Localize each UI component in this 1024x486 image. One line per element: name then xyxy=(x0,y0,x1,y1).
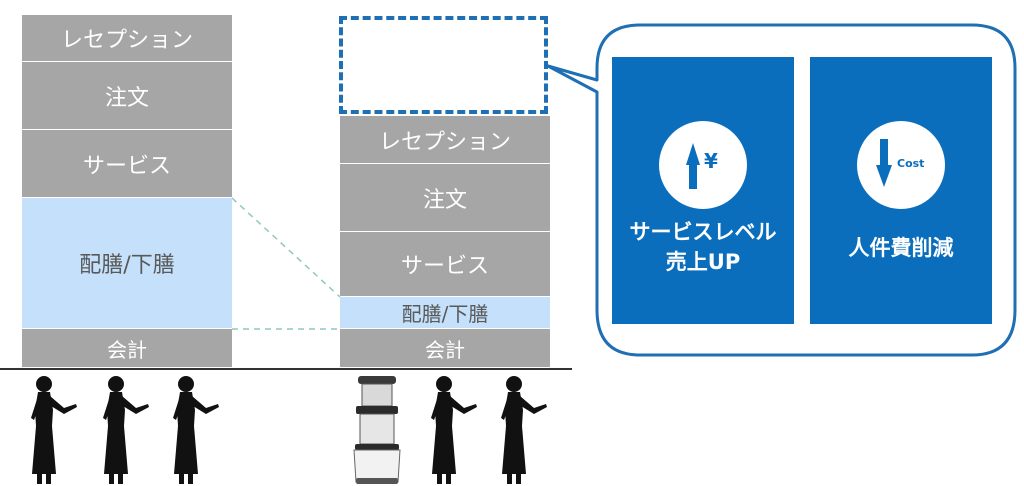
segment-label: 会計 xyxy=(425,337,465,362)
serving-robot-icon xyxy=(353,376,401,484)
segment-label: 注文 xyxy=(104,85,149,111)
segment-label: 会計 xyxy=(107,337,147,362)
robot-and-staff-group xyxy=(353,376,547,484)
staff-silhouette-icon xyxy=(501,376,547,484)
segment-label: 配膳/下膳 xyxy=(79,253,175,278)
staff-silhouette-icon xyxy=(31,376,77,484)
segment-label: サービス xyxy=(82,153,171,179)
circle-badge: Cost xyxy=(857,121,945,209)
arrow-down-cost-icon xyxy=(876,139,892,187)
floor-line xyxy=(0,368,572,370)
cost-label: Cost xyxy=(897,157,925,170)
benefit-line-1: サービスレベル xyxy=(629,220,777,244)
benefit-text: 人件費削減 xyxy=(810,233,992,263)
segment-label: 配膳/下膳 xyxy=(401,302,489,326)
benefit-card-cost: Cost 人件費削減 xyxy=(810,57,992,324)
left-segment-order: 注文 xyxy=(22,62,232,130)
left-segment-checkout: 会計 xyxy=(22,329,232,368)
right-segment-serving: 配膳/下膳 xyxy=(340,297,550,329)
benefit-line-2: 売上UP xyxy=(665,250,741,274)
yen-symbol: ¥ xyxy=(704,149,718,173)
benefit-line-1: 人件費削減 xyxy=(848,236,954,260)
right-segment-service: サービス xyxy=(340,232,550,297)
segment-label: レセプション xyxy=(60,28,193,53)
staff-silhouette-icon xyxy=(103,376,149,484)
left-segment-reception: レセプション xyxy=(22,15,232,62)
right-segment-reception: レセプション xyxy=(340,116,550,164)
left-segment-service: サービス xyxy=(22,130,232,198)
right-segment-order: 注文 xyxy=(340,164,550,232)
connector-line-top xyxy=(231,197,341,298)
benefit-text: サービスレベル 売上UP xyxy=(612,217,794,277)
left-segment-serving: 配膳/下膳 xyxy=(22,198,232,329)
right-segment-checkout: 会計 xyxy=(340,329,550,368)
freed-capacity-dashed-box xyxy=(339,16,548,114)
segment-label: 注文 xyxy=(422,187,467,213)
segment-label: レセプション xyxy=(378,129,511,155)
staff-group-left xyxy=(31,376,219,484)
segment-label: サービス xyxy=(400,254,489,279)
staff-silhouette-icon xyxy=(173,376,219,484)
arrow-up-yen-icon xyxy=(686,143,700,189)
staff-silhouette-icon xyxy=(431,376,477,484)
circle-badge: ¥ xyxy=(659,121,747,209)
benefit-card-sales: ¥ サービスレベル 売上UP xyxy=(612,57,794,324)
